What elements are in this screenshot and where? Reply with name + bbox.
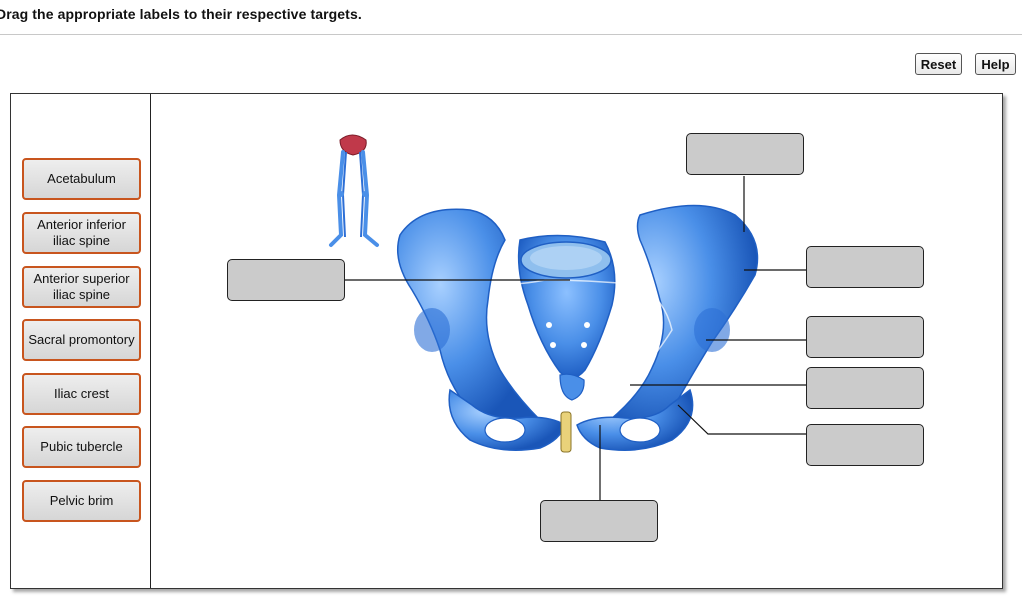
- drop-target-1[interactable]: [686, 133, 804, 175]
- label-anterior-superior-iliac-spine[interactable]: Anterior superior iliac spine: [22, 266, 141, 308]
- header-divider: [0, 34, 1022, 35]
- label-pubic-tubercle[interactable]: Pubic tubercle: [22, 426, 141, 468]
- drop-target-4[interactable]: [806, 316, 924, 358]
- label-bank-divider: [150, 94, 151, 588]
- drop-target-3[interactable]: [806, 246, 924, 288]
- label-acetabulum[interactable]: Acetabulum: [22, 158, 141, 200]
- label-sacral-promontory[interactable]: Sacral promontory: [22, 319, 141, 361]
- drop-target-6[interactable]: [806, 424, 924, 466]
- drop-target-2[interactable]: [227, 259, 345, 301]
- label-anterior-inferior-iliac-spine[interactable]: Anterior inferior iliac spine: [22, 212, 141, 254]
- drop-target-5[interactable]: [806, 367, 924, 409]
- help-button[interactable]: Help: [975, 53, 1016, 75]
- label-pelvic-brim[interactable]: Pelvic brim: [22, 480, 141, 522]
- drop-target-7[interactable]: [540, 500, 658, 542]
- reset-button[interactable]: Reset: [915, 53, 962, 75]
- label-iliac-crest[interactable]: Iliac crest: [22, 373, 141, 415]
- skeleton-thumbnail: [329, 134, 379, 247]
- instruction-text: Drag the appropriate labels to their res…: [0, 6, 362, 22]
